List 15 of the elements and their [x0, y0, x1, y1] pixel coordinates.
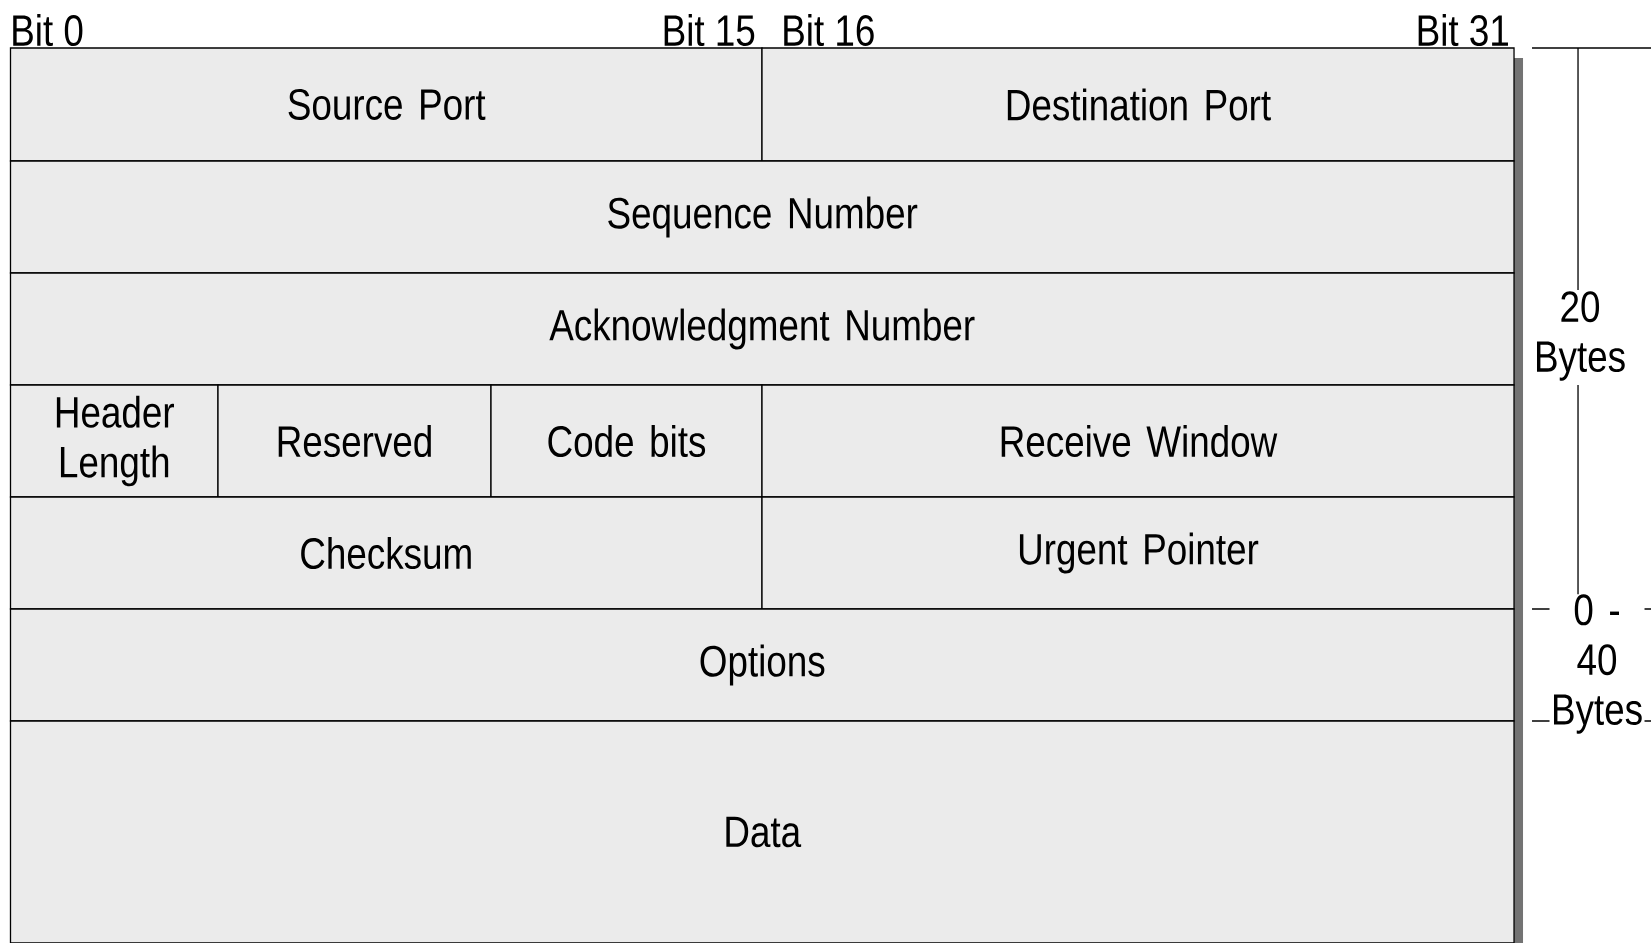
- bit-label: Bit 16: [784, 13, 874, 47]
- bit-label: Bit 31: [1418, 13, 1508, 47]
- field-cell: Header Length: [9, 384, 219, 498]
- field-cell: Code bits: [490, 384, 763, 498]
- size-label: 0 - 40 Bytes: [1549, 594, 1645, 734]
- field-cell: Source Port: [9, 47, 763, 162]
- field-cell: Options: [9, 608, 1515, 722]
- field-cell: Destination Port: [761, 47, 1515, 162]
- bit-label: Bit 0: [13, 13, 83, 47]
- field-cell: Urgent Pointer: [761, 496, 1515, 610]
- field-cell: Data: [9, 720, 1515, 943]
- size-label: 20 Bytes: [1532, 291, 1628, 381]
- field-cell: Reserved: [217, 384, 492, 498]
- bit-label: Bit 15: [664, 13, 755, 47]
- field-cell: Sequence Number: [9, 160, 1515, 274]
